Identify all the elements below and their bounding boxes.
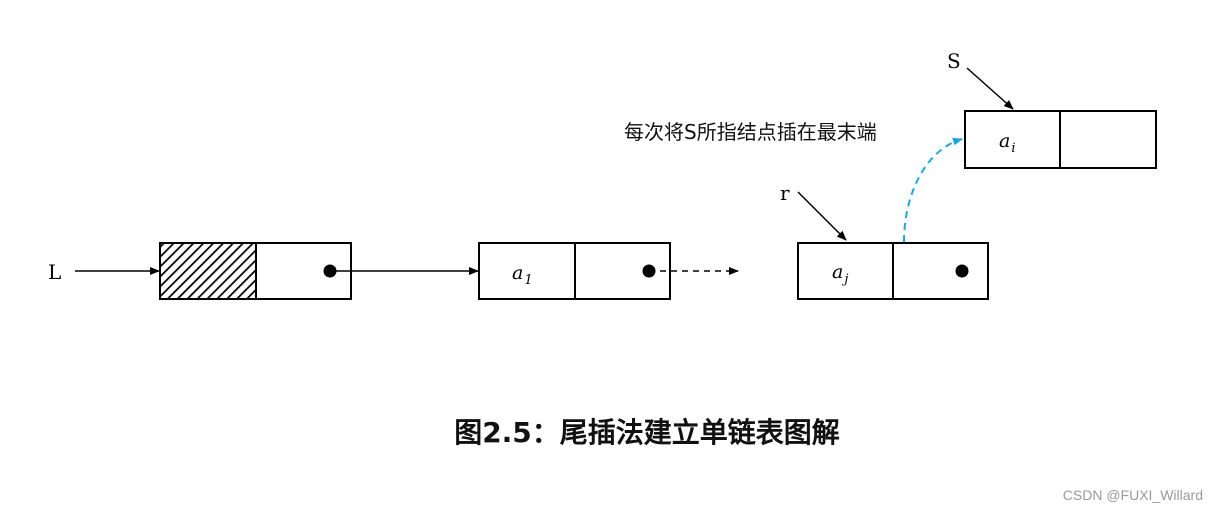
node-ai: ai (964, 110, 1157, 169)
node-aj-value: aj (832, 261, 848, 287)
node-a1-next-cell (574, 242, 671, 300)
figure-caption: 图2.5：尾插法建立单链表图解 (454, 416, 840, 449)
node-a1-data-cell (478, 242, 576, 300)
node-aj-pointer-dot (955, 264, 969, 278)
node-aj-data-cell (797, 242, 894, 300)
insert-annotation: 每次将S所指结点插在最末端 (624, 120, 877, 144)
watermark: CSDN @FUXI_Willard (1063, 487, 1203, 503)
node-ai-value: ai (999, 130, 1016, 156)
node-aj-next-cell (892, 242, 989, 300)
node-a1-value: a1 (512, 262, 533, 288)
node-ai-next-cell (1059, 110, 1157, 169)
new-node-pointer-arrow (966, 67, 1014, 110)
insert-at-tail-arrow (903, 137, 963, 243)
node-aj: aj (797, 242, 989, 300)
new-node-pointer-label: S (947, 49, 961, 73)
head-node-data-cell (159, 242, 257, 300)
head-node (159, 242, 352, 300)
tail-pointer-label: r (780, 181, 790, 205)
node-ai-data-cell (964, 110, 1061, 169)
head-pointer-label: L (48, 260, 61, 284)
node-a1: a1 (478, 242, 671, 300)
tail-pointer-arrow (797, 191, 847, 241)
